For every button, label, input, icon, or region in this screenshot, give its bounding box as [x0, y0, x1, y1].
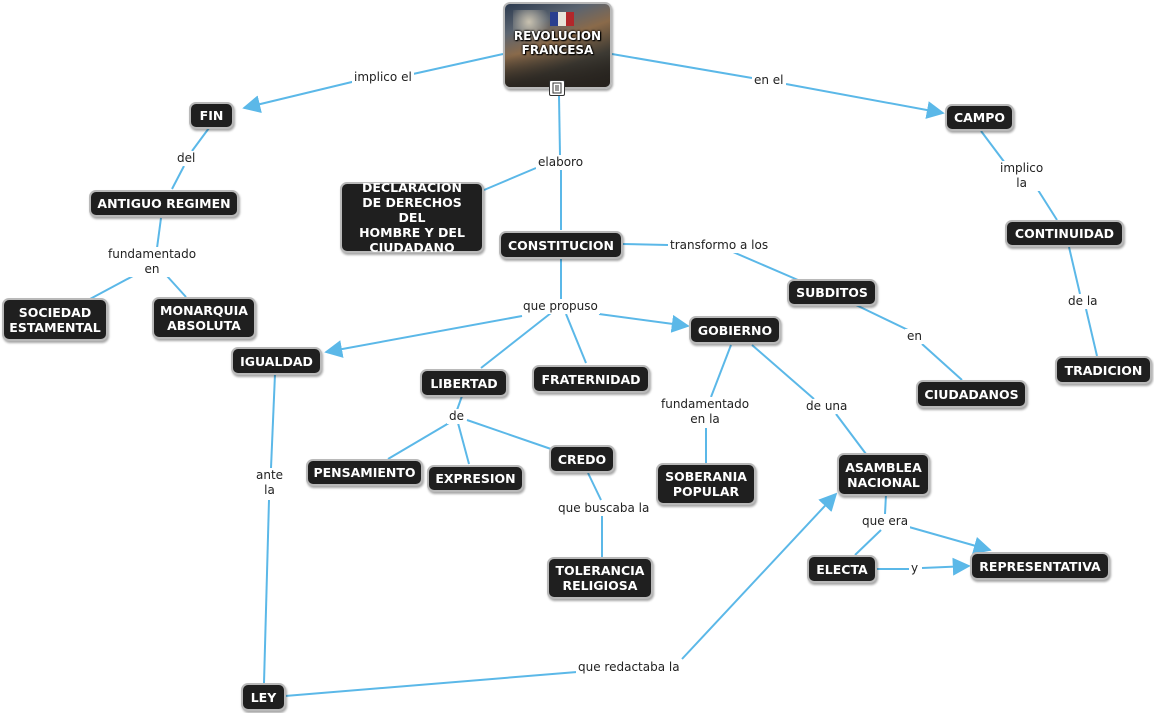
- line-que-era-representativa: [908, 526, 992, 555]
- line-antiguo-fundamentado: [156, 217, 162, 249]
- flag-stripe-red: [566, 12, 574, 26]
- line-implico-la-continuidad: [1037, 189, 1058, 221]
- line-revolucion-implico-el: [412, 53, 504, 75]
- line-en-el-campo: [785, 83, 945, 119]
- subditos-node[interactable]: SUBDITOS: [787, 279, 877, 306]
- sociedad-estamental-node[interactable]: SOCIEDAD ESTAMENTAL: [2, 298, 108, 341]
- pensamiento-node[interactable]: PENSAMIENTO: [306, 459, 423, 486]
- flag-stripe-white: [558, 12, 566, 26]
- expresion-node[interactable]: EXPRESION: [427, 465, 524, 492]
- revolucion-francesa-label: REVOLUCION FRANCESA: [513, 29, 602, 57]
- tolerancia-religiosa-node[interactable]: TOLERANCIA RELIGIOSA: [547, 557, 653, 599]
- link-ante-la: ante la: [254, 468, 286, 498]
- line-libertad-de: [456, 395, 463, 411]
- link-fundamentado-en: fundamentado en: [106, 247, 199, 277]
- flag-stripe-blue: [550, 12, 558, 26]
- document-icon-glyph: [552, 82, 562, 94]
- line-que-propuso-libertad: [480, 312, 552, 369]
- line-que-propuso-igualdad: [324, 315, 523, 358]
- gobierno-node[interactable]: GOBIERNO: [689, 316, 781, 344]
- line-igualdad-ante-la: [270, 373, 276, 469]
- painting-highlight: [513, 10, 553, 40]
- link-en: en: [905, 329, 924, 344]
- credo-node[interactable]: CREDO: [549, 445, 615, 473]
- link-de: de: [447, 409, 466, 424]
- line-que-era-electa: [854, 529, 882, 556]
- line-que-propuso-fraternidad: [565, 313, 587, 364]
- line-elaboro-declaracion: [483, 167, 537, 191]
- link-elaboro: elaboro: [536, 155, 586, 170]
- line-de-expresion: [457, 422, 470, 465]
- monarquia-absoluta-node[interactable]: MONARQUIA ABSOLUTA: [152, 297, 256, 339]
- link-y: y: [909, 561, 921, 576]
- link-de-la: de la: [1066, 294, 1100, 309]
- line-del-antiguo-regimen: [171, 165, 185, 190]
- line-gobierno-fundamentado-la: [710, 344, 732, 398]
- line-gobierno-de-una: [751, 344, 815, 400]
- link-fundamentado-en-la: fundamentado en la: [659, 397, 752, 427]
- tradicion-node[interactable]: TRADICION: [1055, 356, 1152, 384]
- ciudadanos-node[interactable]: CIUDADANOS: [916, 380, 1027, 408]
- fin-node[interactable]: FIN: [189, 102, 234, 129]
- line-de-una-asamblea: [835, 413, 867, 455]
- line-transformo-subditos: [732, 251, 799, 281]
- line-ante-la-ley: [263, 499, 270, 684]
- declaracion-node[interactable]: DECLARACION DE DERECHOS DEL HOMBRE Y DEL…: [340, 180, 484, 255]
- link-transformo-a-los: transformo a los: [668, 238, 771, 253]
- link-que-redactaba-la: que redactaba la: [576, 660, 682, 675]
- link-en-el: en el: [752, 73, 786, 88]
- line-subditos-en: [855, 304, 909, 331]
- link-implico-la: implico la: [998, 161, 1046, 191]
- electa-node[interactable]: ELECTA: [807, 555, 877, 583]
- line-implico-el-fin: [242, 80, 357, 113]
- line-credo-que-buscaba: [587, 472, 602, 501]
- line-que-redactaba-asamblea: [681, 492, 838, 660]
- line-en-ciudadanos: [921, 343, 963, 381]
- line-revolucion-elaboro: [558, 95, 561, 156]
- line-asamblea-que-era: [884, 493, 887, 515]
- line-fundamentado-monarquia: [166, 275, 187, 298]
- line-fundamentado-sociedad: [89, 275, 134, 300]
- link-que-buscaba-la: que buscaba la: [556, 501, 652, 516]
- line-campo-implico-la: [980, 130, 1006, 164]
- fraternidad-node[interactable]: FRATERNIDAD: [532, 365, 650, 393]
- line-de-pensamiento: [387, 422, 450, 460]
- campo-node[interactable]: CAMPO: [945, 104, 1014, 131]
- line-de-la-tradicion: [1085, 308, 1098, 357]
- line-revolucion-en-el: [611, 53, 753, 79]
- soberania-popular-node[interactable]: SOBERANIA POPULAR: [656, 463, 756, 505]
- line-que-propuso-gobierno: [598, 313, 690, 333]
- continuidad-node[interactable]: CONTINUIDAD: [1005, 220, 1124, 247]
- link-que-era: que era: [860, 514, 911, 529]
- representativa-node[interactable]: REPRESENTATIVA: [970, 552, 1110, 580]
- line-ley-que-redactaba: [284, 671, 578, 697]
- link-implico-el: implico el: [352, 70, 414, 85]
- antiguo-regimen-node[interactable]: ANTIGUO REGIMEN: [89, 190, 239, 217]
- link-que-propuso: que propuso: [521, 299, 600, 314]
- link-de-una: de una: [804, 399, 850, 414]
- constitucion-node[interactable]: CONSTITUCION: [499, 231, 623, 259]
- igualdad-node[interactable]: IGUALDAD: [231, 347, 322, 375]
- line-y-representativa: [921, 557, 971, 576]
- line-continuidad-de-la: [1068, 246, 1081, 295]
- line-de-credo: [466, 419, 552, 450]
- line-fin-del: [191, 127, 210, 152]
- document-icon[interactable]: [549, 80, 565, 96]
- asamblea-nacional-node[interactable]: ASAMBLEA NACIONAL: [837, 453, 930, 496]
- ley-node[interactable]: LEY: [241, 683, 286, 711]
- line-constitucion-transformo: [621, 243, 669, 246]
- libertad-node[interactable]: LIBERTAD: [420, 369, 508, 397]
- link-del: del: [175, 151, 198, 166]
- revolucion-francesa-node[interactable]: REVOLUCION FRANCESA: [503, 2, 612, 89]
